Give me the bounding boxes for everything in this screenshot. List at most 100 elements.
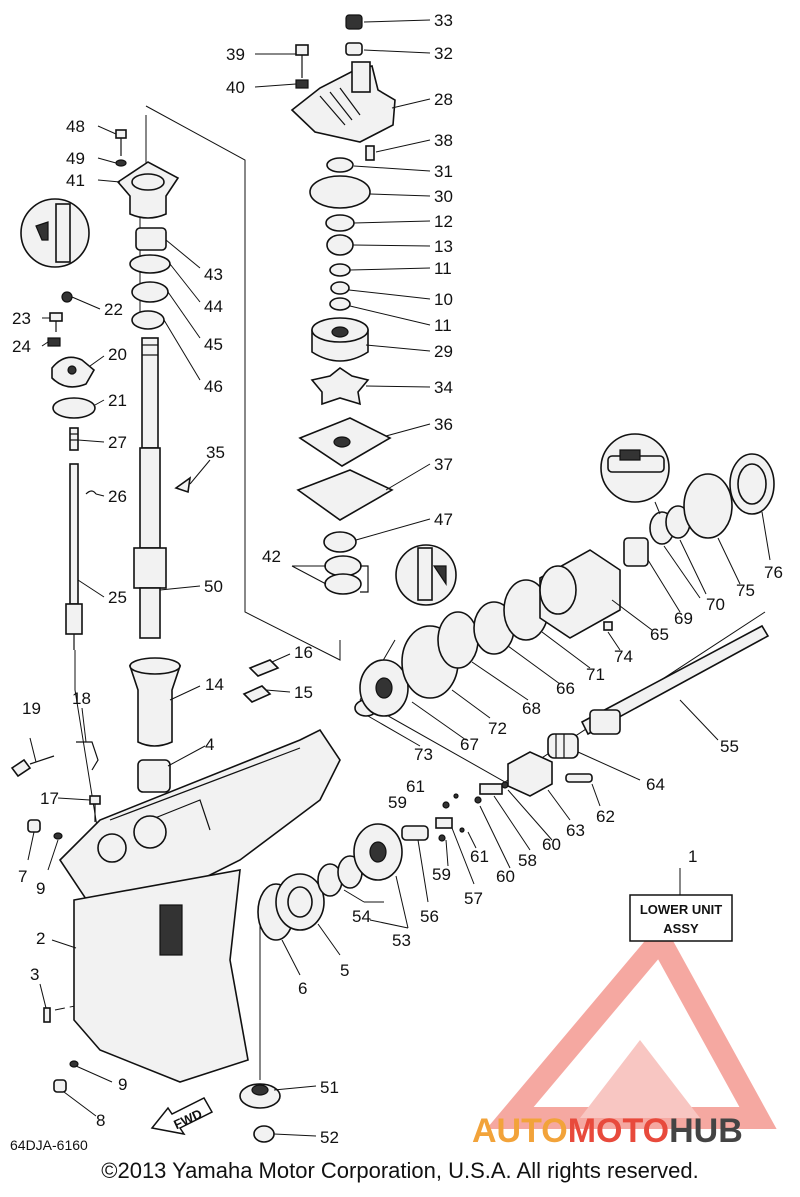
part-24-screw xyxy=(47,337,61,347)
part-31-o-ring xyxy=(326,157,354,173)
part-65-bearing-housing xyxy=(539,549,621,639)
watermark-brand: AUTOMOTOHUB xyxy=(472,1112,743,1150)
part-20-shift-cam xyxy=(51,356,96,388)
callout-40: 40 xyxy=(226,78,245,97)
part-52-nut xyxy=(253,1125,275,1143)
callout-61a: 61 xyxy=(406,777,425,796)
callout-60a: 60 xyxy=(496,867,515,886)
part-37-gasket xyxy=(296,469,394,521)
callout-11a: 11 xyxy=(434,259,452,278)
callout-22: 22 xyxy=(104,300,123,319)
part-18-pipe xyxy=(76,741,99,771)
callout-13: 13 xyxy=(434,237,453,256)
part-51-pinion xyxy=(239,1083,281,1109)
part-34-impeller xyxy=(310,367,370,406)
callout-59b: 59 xyxy=(432,865,451,884)
part-39-bolt xyxy=(295,44,309,78)
part-55-propeller-shaft xyxy=(580,624,770,736)
part-47-seal xyxy=(323,531,357,553)
callout-69: 69 xyxy=(674,609,693,628)
callout-74: 74 xyxy=(614,647,633,666)
callout-70: 70 xyxy=(706,595,725,614)
part-26-clip xyxy=(85,490,97,495)
part-60-ball xyxy=(474,781,509,804)
callout-5: 5 xyxy=(340,961,349,980)
part-69-bearing xyxy=(623,537,649,567)
callout-18: 18 xyxy=(72,689,91,708)
part-50-drive-shaft xyxy=(133,337,167,639)
callout-24: 24 xyxy=(12,337,31,356)
callout-1: 1 xyxy=(688,847,697,866)
callout-15: 15 xyxy=(294,683,313,702)
callout-50: 50 xyxy=(204,577,223,596)
part-35-woodruff-key xyxy=(174,476,192,494)
callout-25: 25 xyxy=(108,588,127,607)
callout-46: 46 xyxy=(204,377,223,396)
part-33-grommet xyxy=(345,14,363,30)
fwd-arrow-label: FWD xyxy=(171,1106,204,1132)
fwd-arrow: FWD xyxy=(150,1097,214,1136)
part-57-pin xyxy=(435,817,453,829)
callout-2: 2 xyxy=(36,929,45,948)
callout-63: 63 xyxy=(566,821,585,840)
callout-38: 38 xyxy=(434,131,453,150)
callout-31: 31 xyxy=(434,162,453,181)
callout-58: 58 xyxy=(518,851,537,870)
callout-57: 57 xyxy=(464,889,483,908)
diagram-ref-code: 64DJA-6160 xyxy=(10,1137,88,1153)
part-16-pin xyxy=(248,659,280,677)
part-19-screw xyxy=(10,755,55,778)
callout-75: 75 xyxy=(736,581,755,600)
callout-41: 41 xyxy=(66,171,85,190)
part-5-bearing xyxy=(275,873,325,931)
part-32-seal xyxy=(345,42,363,56)
callout-49: 49 xyxy=(66,149,85,168)
part-41-bearing-housing xyxy=(116,161,180,219)
callout-35: 35 xyxy=(206,443,225,462)
callout-68: 68 xyxy=(522,699,541,718)
part-22-clip xyxy=(61,291,73,303)
callout-32: 32 xyxy=(434,44,453,63)
grease-icon-callout-right xyxy=(600,433,670,503)
part-38-pin xyxy=(365,145,375,161)
part-15-pin xyxy=(242,685,272,703)
callout-43: 43 xyxy=(204,265,223,284)
callout-9a: 9 xyxy=(36,879,45,898)
part-45-seal xyxy=(131,281,169,303)
copyright-notice: ©2013 Yamaha Motor Corporation, U.S.A. A… xyxy=(101,1158,699,1183)
assy-box-line-2: ASSY xyxy=(663,921,699,936)
callout-8: 8 xyxy=(96,1111,105,1130)
callout-71: 71 xyxy=(586,665,605,684)
callout-52: 52 xyxy=(320,1128,339,1147)
callout-labels: 1 2 3 4 5 6 7 8 9 9 10 11 11 12 13 14 15… xyxy=(12,11,783,1147)
part-49-washer xyxy=(115,159,127,167)
lower-unit-assy-box: LOWER UNIT ASSY xyxy=(629,894,733,942)
callout-45: 45 xyxy=(204,335,223,354)
watermark-moto: MOTO xyxy=(568,1112,669,1150)
callout-33: 33 xyxy=(434,11,453,30)
callout-28: 28 xyxy=(434,90,453,109)
part-43-bearing xyxy=(135,227,167,251)
part-27-spring xyxy=(69,427,79,451)
callout-30: 30 xyxy=(434,187,453,206)
callout-34: 34 xyxy=(434,378,453,397)
callout-23: 23 xyxy=(12,309,31,328)
callout-66: 66 xyxy=(556,679,575,698)
part-62-pin xyxy=(565,773,593,783)
part-8-plug xyxy=(53,1079,67,1093)
callout-26: 26 xyxy=(108,487,127,506)
grease-icon-callout-left xyxy=(20,198,90,268)
callout-48: 48 xyxy=(66,117,85,136)
callout-36: 36 xyxy=(434,415,453,434)
part-23-bolt xyxy=(49,312,63,332)
leader-lines xyxy=(27,19,771,1137)
callout-56: 56 xyxy=(420,907,439,926)
callout-6: 6 xyxy=(298,979,307,998)
callout-27: 27 xyxy=(108,433,127,452)
callout-76: 76 xyxy=(764,563,783,582)
part-28-pump-housing xyxy=(290,61,396,143)
part-44-seal xyxy=(129,254,171,274)
callout-61b: 61 xyxy=(470,847,489,866)
